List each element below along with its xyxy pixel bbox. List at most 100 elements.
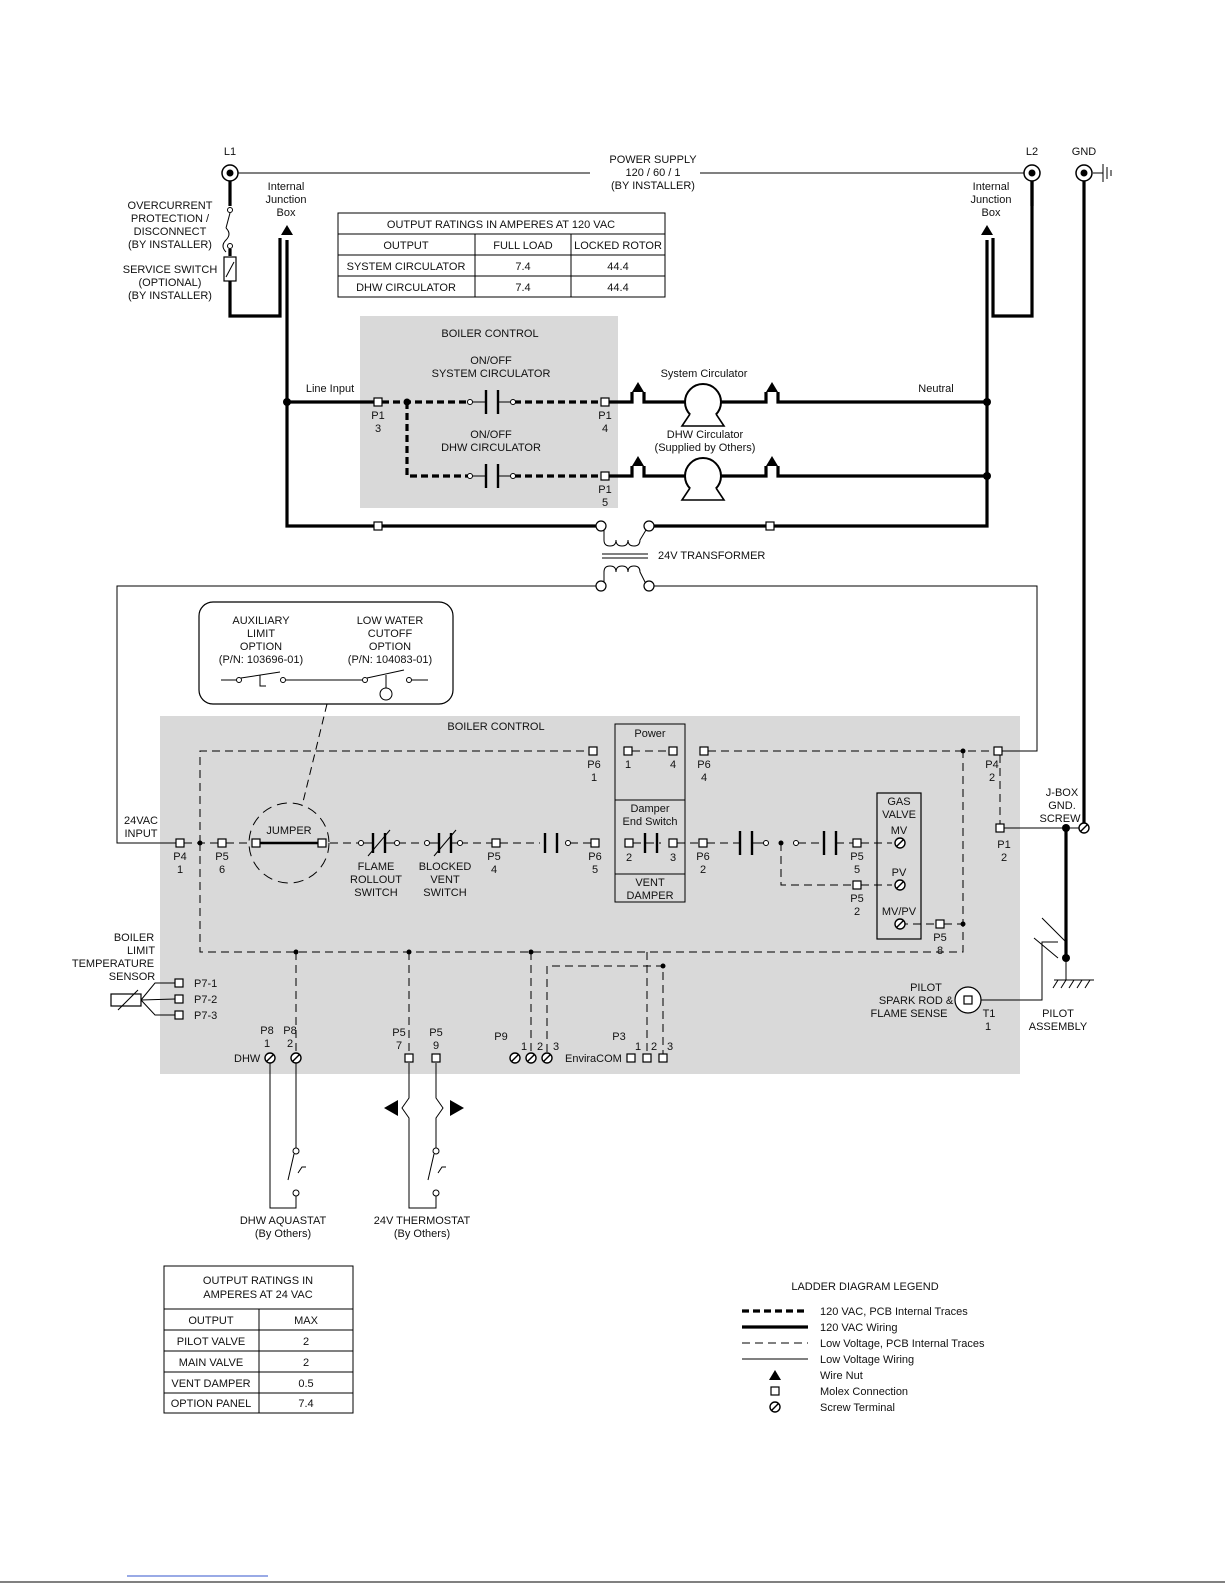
p1-3-molex xyxy=(373,397,383,407)
lwco-label: CUTOFF xyxy=(368,628,413,640)
pin-label: T1 xyxy=(983,1008,996,1020)
lwco-label: (P/N: 104083-01) xyxy=(348,654,432,666)
p9-3-screw-terminal xyxy=(541,1052,553,1064)
enviracom-label: EnviraCOM xyxy=(565,1053,622,1065)
pin-label: 3 xyxy=(375,423,381,435)
p5-8-molex xyxy=(935,919,945,929)
p8-1-screw-terminal xyxy=(264,1052,276,1064)
flame-rollout-label: ROLLOUT xyxy=(350,874,402,886)
pilot-assembly-label: ASSEMBLY xyxy=(1029,1021,1088,1033)
pin-label: 2 xyxy=(626,852,632,864)
screw-terminal-icon xyxy=(769,1401,781,1413)
pin-label: P4 xyxy=(985,759,998,771)
pin-label: P5 xyxy=(933,932,946,944)
service-switch-label: (OPTIONAL) xyxy=(139,277,202,289)
pin-label: P5 xyxy=(850,893,863,905)
l1-junction-wirenut xyxy=(281,225,293,235)
pin-label: 4 xyxy=(701,772,707,784)
pcb-relay-contact xyxy=(543,833,571,853)
gas-valve-relays xyxy=(738,831,838,855)
lwco-label: LOW WATER xyxy=(357,615,424,627)
p7-3-molex xyxy=(174,1010,184,1020)
pin-label: 2 xyxy=(651,1041,657,1053)
table-120-cell: 44.4 xyxy=(607,282,628,294)
jbox-label: J-BOX xyxy=(1046,787,1079,799)
neutral-label: Neutral xyxy=(918,383,953,395)
wirenut-icon xyxy=(632,382,644,392)
dhw-aquastat-label: (By Others) xyxy=(255,1228,311,1240)
pin-label: 2 xyxy=(989,772,995,784)
gnd-terminal xyxy=(1075,164,1112,182)
gas-valve-label: VALVE xyxy=(882,809,916,821)
table-24-title: AMPERES AT 24 VAC xyxy=(203,1289,312,1301)
flame-rollout-switch xyxy=(358,829,400,857)
overcurrent-label: PROTECTION / xyxy=(131,213,210,225)
wirenut-icon xyxy=(769,1370,781,1380)
option-panel xyxy=(198,601,454,705)
p6-1-molex xyxy=(588,746,598,756)
service-switch-label: (BY INSTALLER) xyxy=(128,290,212,302)
power-1-molex xyxy=(623,746,633,756)
aux-limit-label: AUXILIARY xyxy=(232,615,290,627)
pin-label: 3 xyxy=(670,852,676,864)
pin-label: P5 xyxy=(850,851,863,863)
boiler-control-label-bottom: BOILER CONTROL xyxy=(447,721,544,733)
l1-feed-wire xyxy=(222,181,282,318)
pin-label: 1 xyxy=(635,1041,641,1053)
pilot-spark-label: PILOT xyxy=(910,982,942,994)
pin-label: P6 xyxy=(587,759,600,771)
lwco-label: OPTION xyxy=(369,641,411,653)
table-24-cell: 2 xyxy=(303,1357,309,1369)
table-24-title: OUTPUT RATINGS IN xyxy=(203,1275,313,1287)
dhw-aquastat-switch xyxy=(269,1063,306,1209)
junction-box-right-label: Internal xyxy=(973,181,1010,193)
table-120-header: OUTPUT xyxy=(383,240,429,252)
table-24vac: OUTPUT RATINGS IN AMPERES AT 24 VAC OUTP… xyxy=(163,1265,354,1414)
pilot-assembly-label: PILOT xyxy=(1042,1008,1074,1020)
p1-2-molex xyxy=(995,823,1005,833)
junction-box-right-label: Box xyxy=(982,207,1001,219)
blocked-vent-label: VENT xyxy=(430,874,460,886)
table-24-cell: 2 xyxy=(303,1336,309,1348)
dhw-circulator-motor xyxy=(680,457,726,501)
legend: LADDER DIAGRAM LEGEND 120 VAC, PCB Inter… xyxy=(742,1281,985,1414)
blocked-vent-label: SWITCH xyxy=(423,887,466,899)
table-24-cell: 0.5 xyxy=(298,1378,313,1390)
l1-label: L1 xyxy=(224,146,236,158)
wirenut-icon xyxy=(766,382,778,392)
transformer xyxy=(373,520,775,592)
pin-label: P1 xyxy=(371,410,384,422)
line-input-label: Line Input xyxy=(306,383,354,395)
p3-label: P3 xyxy=(612,1031,625,1043)
p5-6-molex xyxy=(217,838,227,848)
mv-screw-terminal xyxy=(894,837,906,849)
jbox-label: GND. xyxy=(1048,800,1076,812)
pin-label: P5 xyxy=(392,1027,405,1039)
pin-label: 3 xyxy=(553,1041,559,1053)
l2-label: L2 xyxy=(1026,146,1038,158)
jumper-left-molex xyxy=(251,838,261,848)
earth-ground-icon xyxy=(1052,958,1094,989)
limit-temperature-sensor xyxy=(110,982,176,1016)
dhw-circulator-label: (Supplied by Others) xyxy=(655,442,756,454)
pin-label: 2 xyxy=(854,906,860,918)
pin-label: 5 xyxy=(592,864,598,876)
mvpv-label: MV/PV xyxy=(882,906,917,918)
table-24-cell: PILOT VALVE xyxy=(177,1336,245,1348)
table-24-cell: 7.4 xyxy=(298,1398,313,1410)
pv-screw-terminal xyxy=(894,879,906,891)
pin-label: P6 xyxy=(588,851,601,863)
pin-label: 1 xyxy=(177,864,183,876)
p7-2-molex xyxy=(174,994,184,1004)
aux-limit-label: (P/N: 103696-01) xyxy=(219,654,303,666)
p5-2-molex xyxy=(852,880,862,890)
table-120-cell: SYSTEM CIRCULATOR xyxy=(347,261,466,273)
p5-4-molex xyxy=(491,838,501,848)
pin-label: P1 xyxy=(997,839,1010,851)
aux-limit-switch xyxy=(221,671,362,687)
p8-2-screw-terminal xyxy=(290,1052,302,1064)
pv-label: PV xyxy=(892,867,907,879)
p4-2-molex xyxy=(993,746,1003,756)
pin-label: 6 xyxy=(219,864,225,876)
pin-label: 9 xyxy=(433,1040,439,1052)
